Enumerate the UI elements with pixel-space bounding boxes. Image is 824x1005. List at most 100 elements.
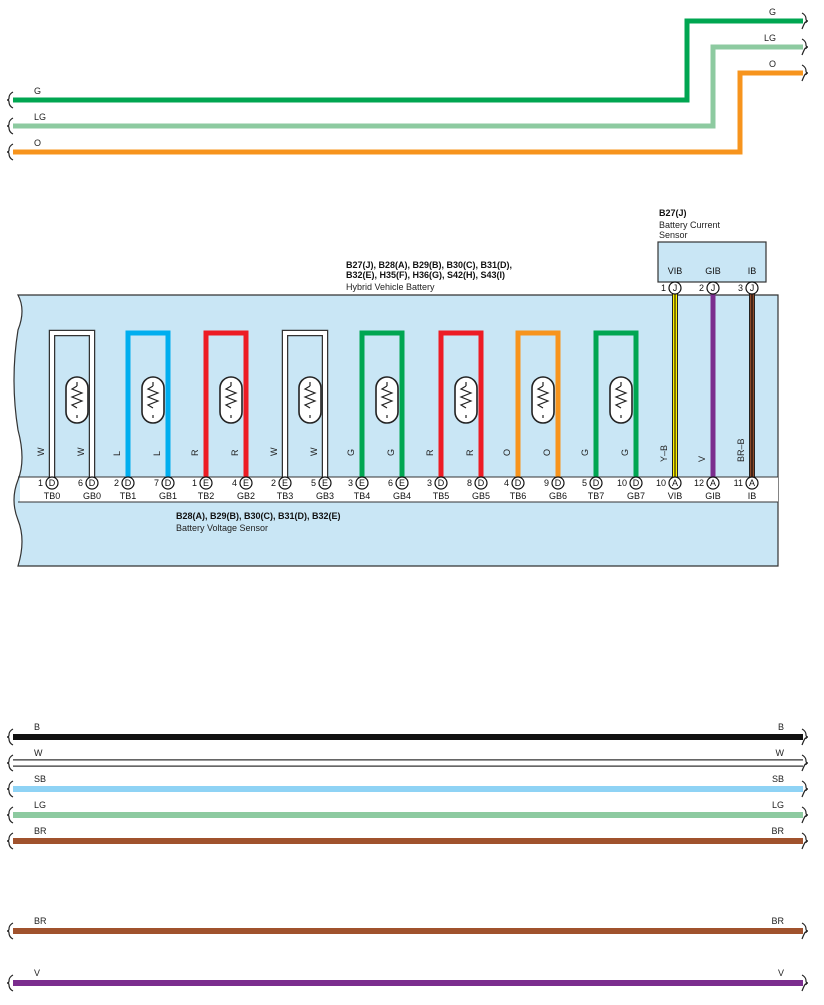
wire-code-label: L — [152, 451, 162, 456]
terminal-name: TB7 — [588, 491, 605, 501]
connector-pin — [474, 476, 488, 490]
pin-number: 2 — [114, 478, 119, 488]
loop-wire — [283, 331, 327, 483]
connector-pin-letter: E — [399, 478, 405, 488]
wire-break-mark — [801, 974, 809, 992]
wire-code-label: LG — [764, 33, 776, 43]
loop-wire — [359, 330, 405, 483]
connector-pin — [239, 476, 253, 490]
sensor-pin-number: 1 — [661, 283, 666, 293]
wire-code-label: O — [502, 449, 512, 456]
wire-code-label: O — [769, 59, 776, 69]
pin-number: 1 — [38, 478, 43, 488]
connector-pin-letter: E — [359, 478, 365, 488]
battery-connectors-line1: B27(J), B28(A), B29(B), B30(C), B31(D), — [346, 260, 512, 270]
wire-break-mark — [801, 12, 809, 30]
thermistor — [375, 376, 399, 424]
wire-break-mark — [6, 780, 14, 798]
terminal-name: GIB — [705, 491, 721, 501]
connector-pin-letter: D — [478, 478, 485, 488]
wire-code-label: L — [112, 451, 122, 456]
terminal-name: GB7 — [627, 491, 645, 501]
terminal-name: GB6 — [549, 491, 567, 501]
top-wire-o — [13, 70, 803, 155]
connector-pin — [85, 476, 99, 490]
thermistor-body — [219, 376, 243, 424]
pin-number: 9 — [544, 478, 549, 488]
thermistor-body — [298, 376, 322, 424]
wire-code-label: LG — [34, 800, 46, 810]
thermistor-body — [141, 376, 165, 424]
wire-code-label: BR–B — [736, 438, 746, 462]
loop-wire — [438, 330, 484, 483]
thermistor-zigzag — [303, 382, 317, 418]
connector-pin-letter: D — [438, 478, 445, 488]
thermistor — [531, 376, 555, 424]
terminal-name: IB — [748, 491, 757, 501]
connector-pin-letter: D — [165, 478, 172, 488]
thermistor-zigzag — [70, 382, 84, 418]
wire-code-label: R — [190, 449, 200, 456]
pin-number: 8 — [467, 478, 472, 488]
pin-number: 10 — [617, 478, 627, 488]
wire-break-mark — [801, 38, 809, 56]
wire-code-label: SB — [34, 774, 46, 784]
wire-code-label: G — [346, 449, 356, 456]
wire-code-label: BR — [34, 826, 47, 836]
connector-pin-letter: E — [322, 478, 328, 488]
wire-code-label: W — [776, 748, 785, 758]
thermistor-zigzag — [146, 382, 160, 418]
connector-pin-letter: D — [633, 478, 640, 488]
wire-code-label: W — [36, 447, 46, 456]
wire-break-mark — [801, 728, 809, 746]
wire-code-label: Y–B — [659, 445, 669, 462]
terminal-name: GB0 — [83, 491, 101, 501]
connector-pin — [355, 476, 369, 490]
sensor-terminal-name: GIB — [705, 266, 721, 276]
connector-pin — [199, 476, 213, 490]
wire-break-mark — [6, 922, 14, 940]
sensor-connector-pin — [706, 281, 720, 295]
wire-break-mark — [6, 754, 14, 772]
terminal-name: VIB — [668, 491, 683, 501]
terminal-name: GB1 — [159, 491, 177, 501]
wire-code-label: B — [778, 722, 784, 732]
terminal-name: GB4 — [393, 491, 411, 501]
terminal-name: TB6 — [510, 491, 527, 501]
pin-number: 6 — [388, 478, 393, 488]
connector-pin-letter: E — [203, 478, 209, 488]
terminal-name: TB2 — [198, 491, 215, 501]
connector-pin-letter: D — [89, 478, 96, 488]
sensor-connector-pin-letter: J — [673, 283, 678, 293]
connector-pin — [161, 476, 175, 490]
thermistor-body — [609, 376, 633, 424]
pin-number: 12 — [694, 478, 704, 488]
wire-code-label: W — [309, 447, 319, 456]
sensor-connector-pin — [745, 281, 759, 295]
wire-code-label: B — [34, 722, 40, 732]
pin-number: 4 — [232, 478, 237, 488]
wire-code-label: R — [465, 449, 475, 456]
battery-connectors-line2: B32(E), H35(F), H36(G), S42(H), S43(I) — [346, 270, 505, 280]
connector-pin-letter: A — [749, 478, 755, 488]
terminal-name: TB0 — [44, 491, 61, 501]
current-sensor-name-line2: Sensor — [659, 230, 688, 240]
pin-number: 4 — [504, 478, 509, 488]
wire-break-mark — [6, 806, 14, 824]
wire-break-mark — [801, 754, 809, 772]
wire-code-label: R — [425, 449, 435, 456]
wire-code-label: G — [580, 449, 590, 456]
wire-break-mark — [6, 728, 14, 746]
thermistor — [298, 376, 322, 424]
thermistor-body — [375, 376, 399, 424]
